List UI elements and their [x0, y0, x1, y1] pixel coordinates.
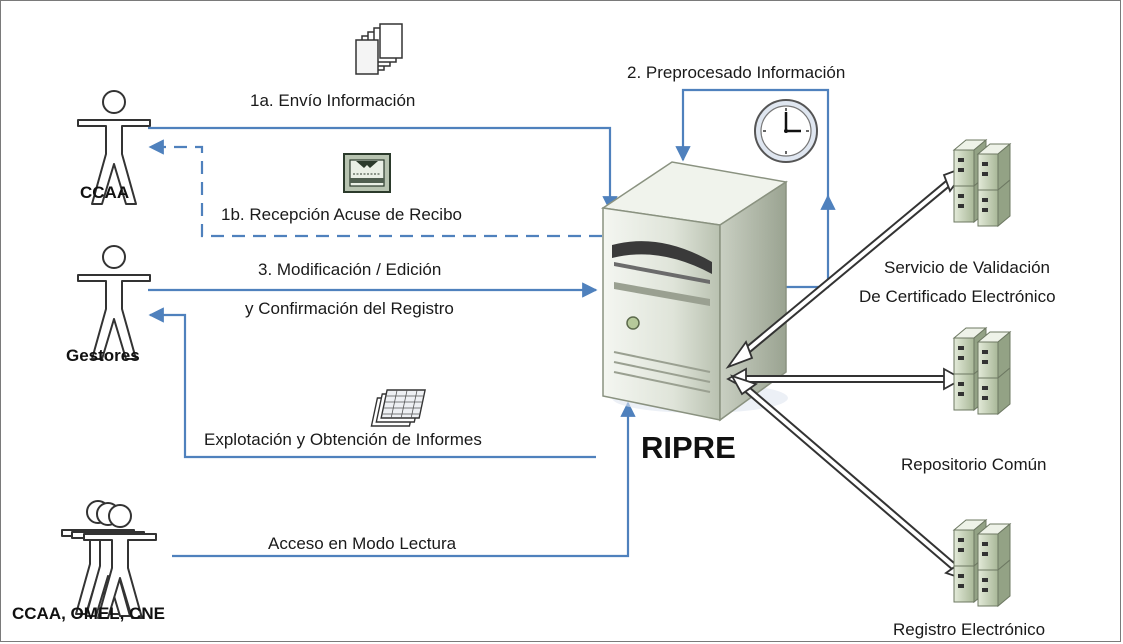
service-label-validacion-2: De Certificado Electrónico [859, 287, 1056, 306]
clock-icon [754, 99, 818, 163]
ripre-server-icon [600, 161, 789, 422]
service-label-registro: Registro Electrónico [893, 620, 1046, 639]
actor-gestores-icon [77, 245, 151, 360]
flow-label-preproceso: 2. Preprocesado Información [627, 63, 846, 82]
flow-label-explotacion: Explotación y Obtención de Informes [204, 430, 482, 449]
flow-label-lectura: Acceso en Modo Lectura [268, 534, 457, 553]
actor-group-readers-icon [61, 500, 157, 619]
actor-label-ccaa: CCAA [80, 183, 130, 202]
actor-label-readers: CCAA, OMEL, CNE [12, 604, 165, 623]
arrow-explotacion [148, 307, 596, 459]
server-label: RIPRE [641, 430, 736, 465]
arrow-acuse [148, 139, 602, 238]
flow-label-modificacion-1: 3. Modificación / Edición [258, 260, 442, 279]
flow-label-acuse: 1b. Recepción Acuse de Recibo [221, 205, 462, 224]
flow-label-modificacion-2: y Confirmación del Registro [245, 299, 454, 318]
documents-icon [355, 23, 403, 75]
service-label-repositorio: Repositorio Común [901, 455, 1047, 474]
database-server-icon [953, 519, 1011, 607]
acknowledgement-icon [343, 153, 391, 193]
report-sheets-icon [370, 389, 426, 427]
arrow-envio [148, 126, 618, 212]
actor-label-gestores: Gestores [66, 346, 140, 365]
database-server-icon [953, 327, 1011, 415]
link-validacion [725, 164, 971, 369]
link-registro [730, 374, 972, 583]
database-server-icon [953, 139, 1011, 227]
arrow-lectura [172, 401, 636, 558]
flow-label-envio: 1a. Envío Información [250, 91, 416, 110]
service-label-validacion-1: Servicio de Validación [884, 258, 1050, 277]
